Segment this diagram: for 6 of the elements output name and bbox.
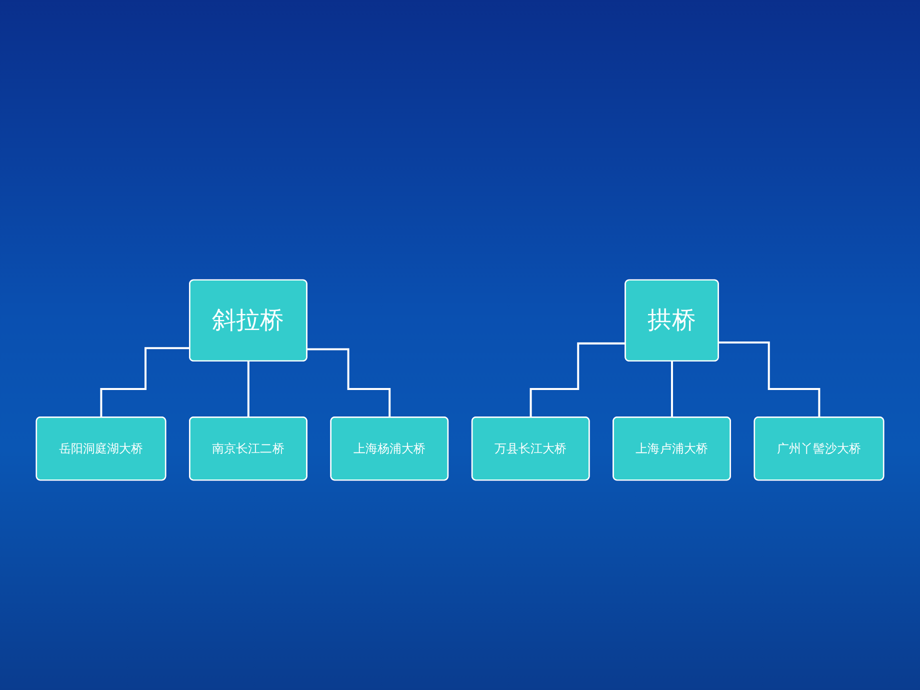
connector bbox=[670, 360, 674, 418]
connector bbox=[100, 347, 190, 418]
connector bbox=[247, 360, 250, 418]
connector bbox=[530, 342, 626, 418]
connector bbox=[307, 348, 391, 418]
connector bbox=[718, 342, 820, 418]
